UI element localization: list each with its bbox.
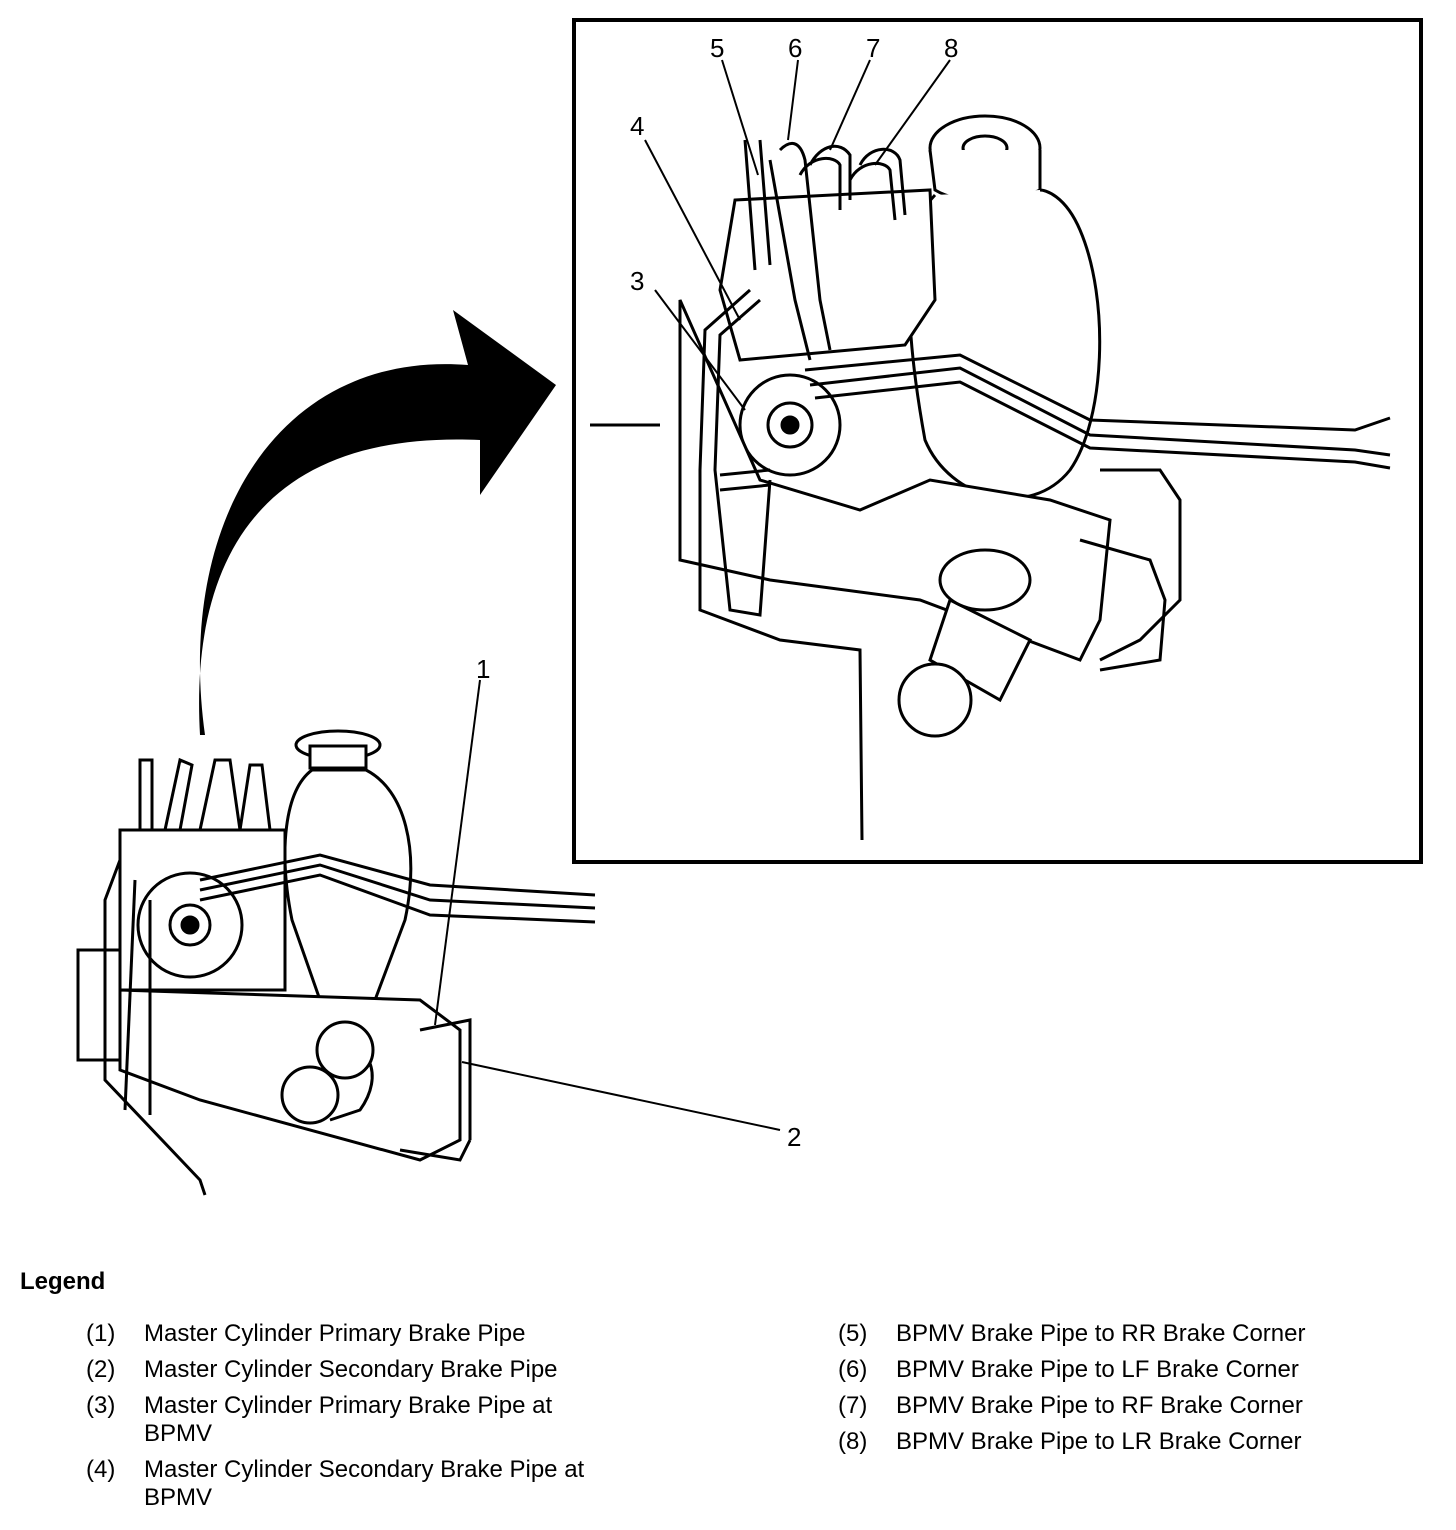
legend-item-text: BPMV Brake Pipe to RR Brake Corner xyxy=(896,1320,1306,1347)
brake-pipe-diagram: 1 2 3 4 5 6 7 8 xyxy=(76,18,1423,1196)
legend-item-7: (7) BPMV Brake Pipe to RF Brake Corner xyxy=(838,1392,1366,1420)
callout-7: 7 xyxy=(866,33,880,63)
callout-1: 1 xyxy=(476,654,490,684)
callout-8: 8 xyxy=(944,33,958,63)
detail-assembly-view xyxy=(590,114,1391,841)
legend-item-text: BPMV Brake Pipe to RF Brake Corner xyxy=(896,1392,1303,1419)
pipe-5-loop xyxy=(743,139,772,271)
reservoir-detail xyxy=(907,188,1102,500)
legend-item-number: (5) xyxy=(838,1320,868,1347)
brake-pipe-bundle-small xyxy=(199,853,596,924)
legend-item-3: (3) Master Cylinder Primary Brake Pipe a… xyxy=(86,1392,614,1448)
pedal-pushrod-small xyxy=(280,1065,340,1125)
legend-title: Legend xyxy=(20,1268,106,1295)
zoom-arrow-icon xyxy=(199,310,556,735)
legend-item-5: (5) BPMV Brake Pipe to RR Brake Corner xyxy=(838,1320,1366,1348)
legend-item-text: Master Cylinder Secondary Brake Pipe at … xyxy=(144,1456,585,1511)
callout-leaders xyxy=(434,59,951,1131)
legend-column-right: (5) BPMV Brake Pipe to RR Brake Corner (… xyxy=(838,1320,1366,1464)
legend-item-number: (1) xyxy=(86,1320,116,1347)
legend-item-2: (2) Master Cylinder Secondary Brake Pipe xyxy=(86,1356,614,1384)
brake-pipe-bundle-detail xyxy=(804,353,1391,470)
legend-item-number: (2) xyxy=(86,1356,116,1383)
callout-3: 3 xyxy=(630,266,644,296)
pipe-6-loop xyxy=(768,142,832,361)
pipe-3-at-bpmv xyxy=(698,288,864,841)
callout-2: 2 xyxy=(787,1122,801,1152)
legend-item-number: (3) xyxy=(86,1392,116,1419)
legend-item-text: Master Cylinder Primary Brake Pipe at BP… xyxy=(144,1392,553,1447)
overall-assembly-view xyxy=(76,729,596,1196)
legend-item-text: BPMV Brake Pipe to LR Brake Corner xyxy=(896,1428,1302,1455)
pipe-4-at-bpmv xyxy=(713,298,772,617)
legend-item-1: (1) Master Cylinder Primary Brake Pipe xyxy=(86,1320,614,1348)
callout-5: 5 xyxy=(710,33,724,63)
legend-item-4: (4) Master Cylinder Secondary Brake Pipe… xyxy=(86,1456,614,1512)
bpmv-detail xyxy=(718,188,937,362)
pipe-7-loop xyxy=(798,144,852,210)
pedal-pushrod-detail xyxy=(928,597,1033,703)
legend-item-8: (8) BPMV Brake Pipe to LR Brake Corner xyxy=(838,1428,1366,1456)
detail-view-frame xyxy=(572,18,1423,864)
legend-item-number: (7) xyxy=(838,1392,868,1419)
legend-item-text: BPMV Brake Pipe to LF Brake Corner xyxy=(896,1356,1299,1383)
legend-item-text: Master Cylinder Secondary Brake Pipe xyxy=(144,1356,558,1383)
legend-item-number: (6) xyxy=(838,1356,868,1383)
callout-6: 6 xyxy=(788,33,802,63)
legend-item-6: (6) BPMV Brake Pipe to LF Brake Corner xyxy=(838,1356,1366,1384)
legend-item-number: (8) xyxy=(838,1428,868,1455)
legend-column-left: (1) Master Cylinder Primary Brake Pipe (… xyxy=(86,1320,614,1520)
legend-item-text: Master Cylinder Primary Brake Pipe xyxy=(144,1320,526,1347)
legend-item-number: (4) xyxy=(86,1456,116,1483)
callout-4: 4 xyxy=(630,111,644,141)
